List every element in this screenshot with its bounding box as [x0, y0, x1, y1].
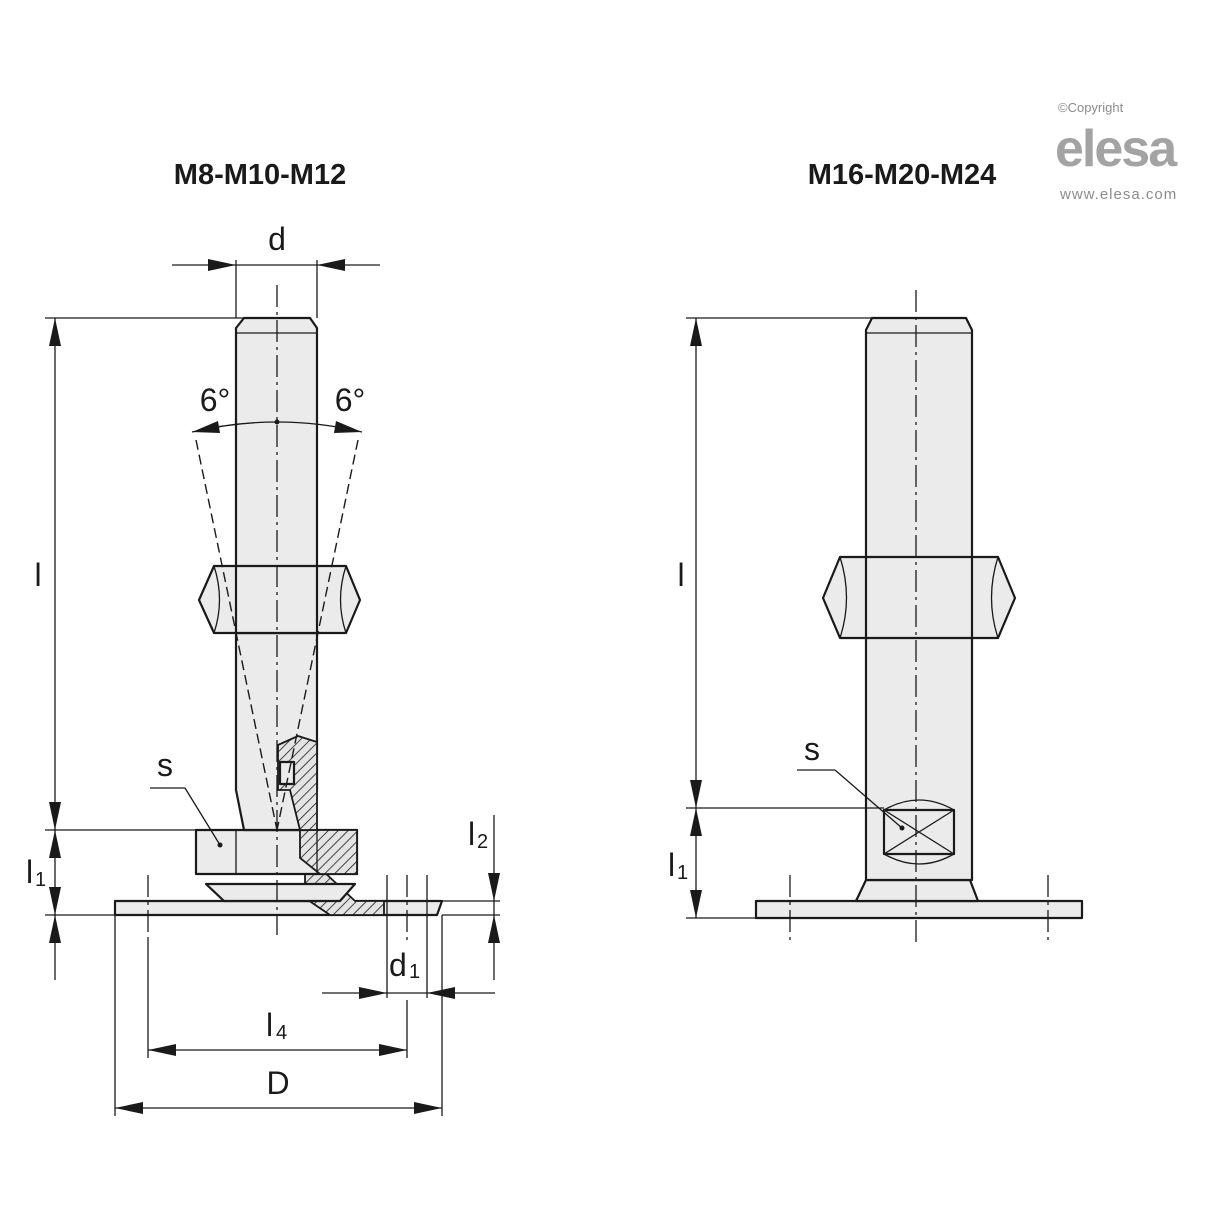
l-arrow-top [49, 318, 61, 346]
d-label: d [268, 221, 286, 257]
brand-block: ©Copyright elesa www.elesa.com [1055, 100, 1180, 203]
right-base-plate [754, 899, 1084, 920]
l1-arrow-bottom [49, 887, 61, 915]
left-nut-chamfers [213, 565, 347, 634]
l-arrow-bottom [49, 802, 61, 830]
right-s-dot [899, 825, 905, 831]
angle-left-label: 6° [200, 382, 231, 418]
l2-label: l [468, 816, 475, 852]
right-s-leader-diag [834, 769, 903, 829]
angle-vertex-dot [274, 419, 280, 425]
right-l-arrow-top [690, 318, 702, 346]
d1-arrow-left [359, 987, 387, 999]
left-tilt-line-1 [195, 439, 278, 831]
d1-arrow-right [427, 987, 455, 999]
left-hex-nut [197, 564, 362, 635]
D-arrow-left [115, 1102, 143, 1114]
left-view-title: M8-M10-M12 [174, 159, 346, 191]
right-view: M16-M20-M24 l l 1 [668, 159, 1084, 945]
l4-arrow-left [148, 1044, 176, 1056]
s-leader-diag [184, 787, 221, 846]
l1-arrow-top [49, 830, 61, 858]
l2-arrow-bottom [488, 915, 500, 943]
l4-subscript: 4 [276, 1022, 287, 1044]
right-l1-subscript: 1 [677, 862, 688, 884]
angle-arrow-right [334, 421, 362, 433]
left-foot-cone [204, 882, 357, 903]
l4-label: l [266, 1007, 273, 1043]
left-stud-section [277, 735, 318, 831]
right-l1-label: l [668, 847, 675, 883]
D-label: D [266, 1065, 289, 1101]
right-s-label: s [804, 731, 820, 767]
right-l-label: l [677, 557, 684, 593]
right-hex-nut [821, 555, 1017, 640]
copyright-text: ©Copyright [1058, 100, 1124, 115]
l1-arrow-extra [49, 915, 61, 943]
right-flats-cross-2 [883, 809, 955, 855]
l2-arrow-top [488, 873, 500, 901]
d-arrow-left [208, 259, 236, 271]
angle-arrow-left [192, 421, 220, 433]
right-view-title: M16-M20-M24 [808, 159, 997, 191]
left-ball-hex-section [299, 829, 358, 875]
d1-subscript: 1 [409, 961, 420, 983]
left-tilt-line-2 [276, 439, 359, 831]
website-text: www.elesa.com [1059, 186, 1177, 203]
right-nut-chamfers [839, 556, 999, 639]
elesa-logo: elesa [1055, 120, 1178, 178]
s-label: s [157, 747, 173, 783]
left-view: M8-M10-M12 [26, 159, 500, 1116]
l4-arrow-right [379, 1044, 407, 1056]
l2-subscript: 2 [477, 831, 488, 853]
angle-right-label: 6° [335, 382, 366, 418]
D-arrow-right [414, 1102, 442, 1114]
right-l1-arrow-bottom [690, 890, 702, 918]
d-arrow-right [317, 259, 345, 271]
l1-label: l [26, 854, 33, 890]
right-flats-arcs [883, 799, 955, 865]
right-l-arrow-bottom [690, 780, 702, 808]
l-label: l [34, 557, 41, 593]
d1-label: d [389, 947, 407, 983]
left-base-plate [113, 899, 444, 917]
right-foot-cone [854, 878, 980, 903]
right-l1-arrow-top [690, 808, 702, 836]
l1-subscript: 1 [35, 869, 46, 891]
